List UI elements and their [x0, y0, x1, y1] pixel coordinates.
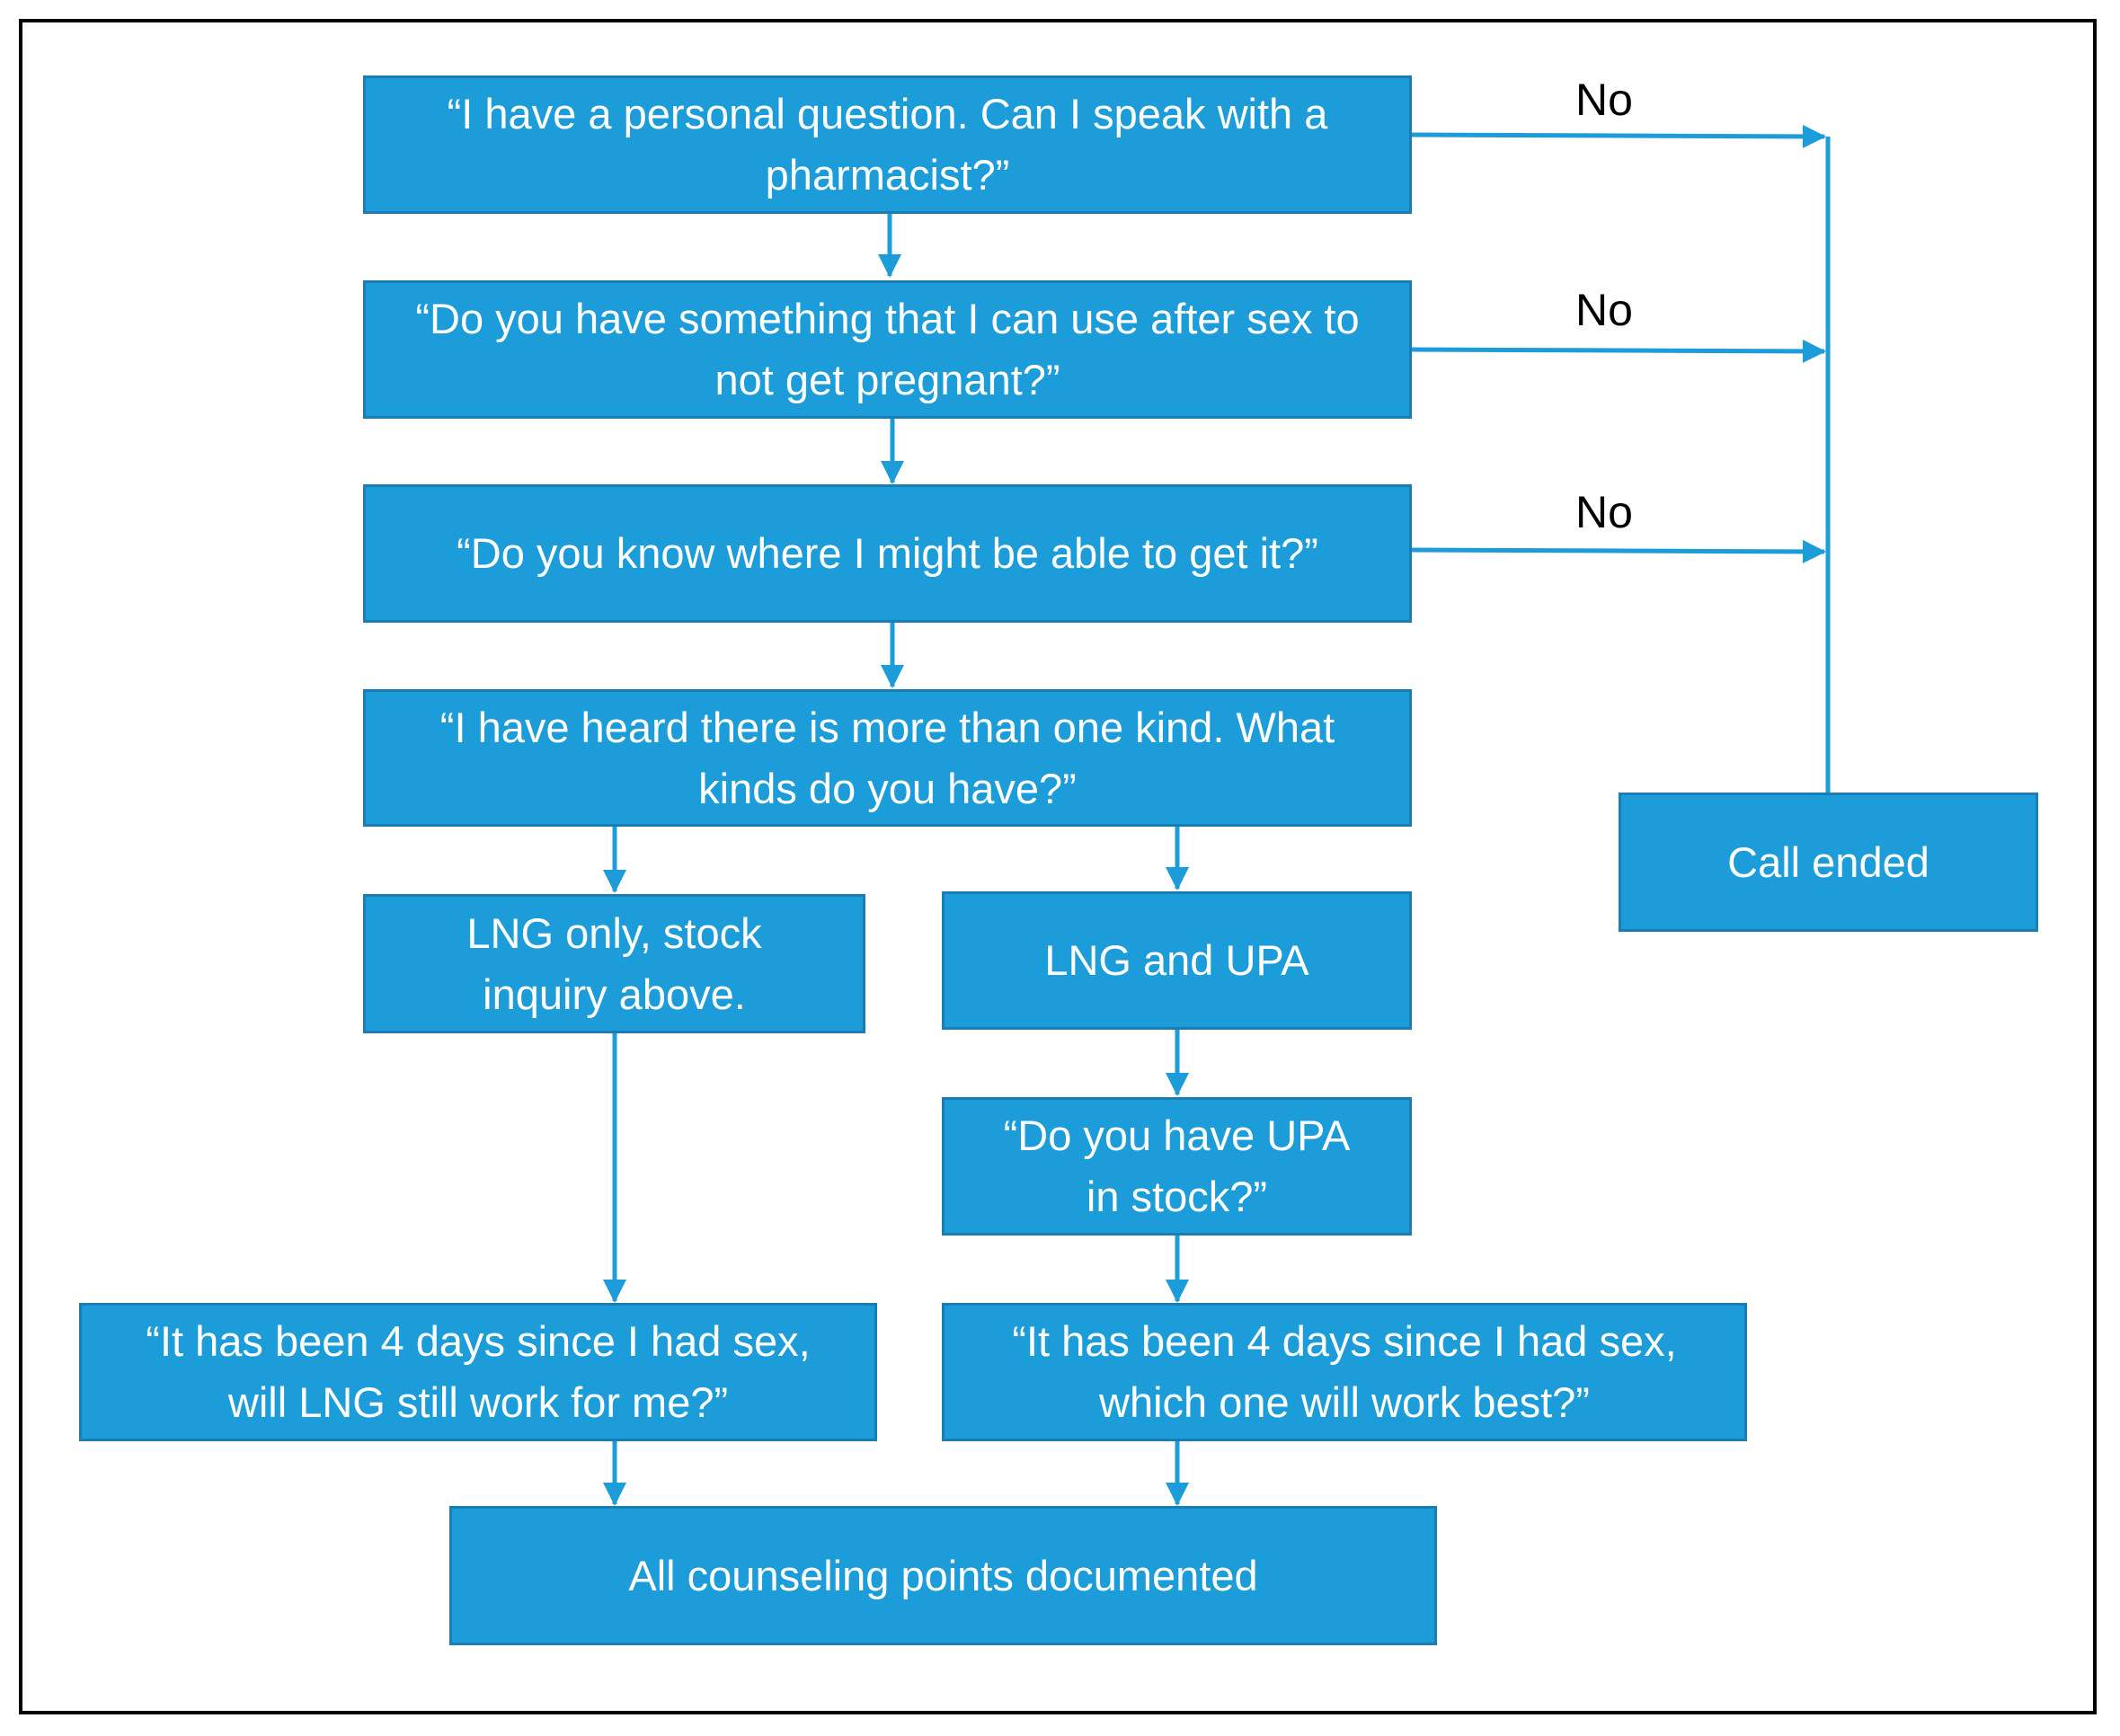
- edge-q1-no: [1410, 124, 1826, 148]
- node-lng-still-work: “It has been 4 days since I had sex, wil…: [79, 1303, 877, 1441]
- edge-q3-no: [1410, 539, 1826, 563]
- edge-label-no-1: No: [1575, 75, 1633, 125]
- node-after-sex-question: “Do you have something that I can use af…: [363, 280, 1412, 419]
- node-upa-in-stock: “Do you have UPA in stock?”: [942, 1097, 1412, 1236]
- node-counseling-documented: All counseling points documented: [449, 1506, 1437, 1645]
- edge-q2-no: [1410, 339, 1826, 363]
- node-lng-and-upa: LNG and UPA: [942, 891, 1412, 1030]
- node-call-ended: Call ended: [1619, 793, 2038, 932]
- node-lng-only: LNG only, stock inquiry above.: [363, 894, 865, 1033]
- node-personal-question: “I have a personal question. Can I speak…: [363, 75, 1412, 214]
- edge-label-no-2: No: [1575, 285, 1633, 335]
- node-what-kinds: “I have heard there is more than one kin…: [363, 689, 1412, 827]
- edge-label-no-3: No: [1575, 487, 1633, 537]
- node-which-works-best: “It has been 4 days since I had sex, whi…: [942, 1303, 1747, 1441]
- node-where-to-get: “Do you know where I might be able to ge…: [363, 484, 1412, 623]
